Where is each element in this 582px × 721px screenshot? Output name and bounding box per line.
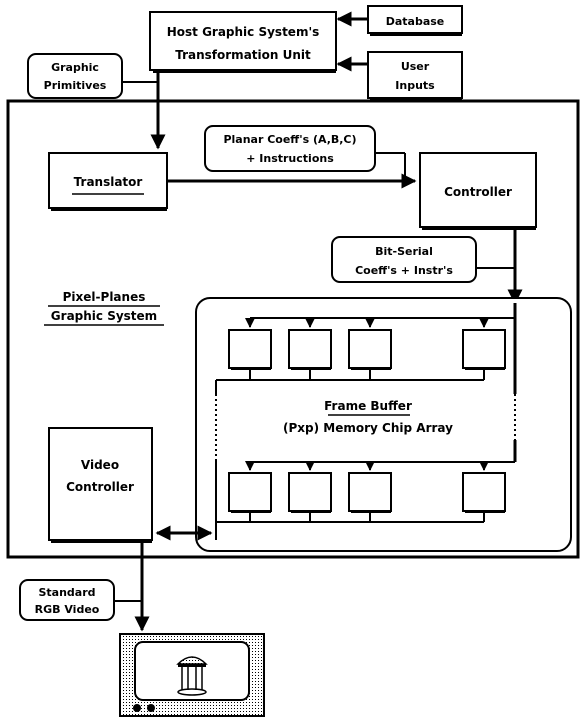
memory-chip — [289, 473, 331, 511]
planar-coeffs-line1: Planar Coeff's (A,B,C) — [223, 133, 356, 146]
system-label-line1: Pixel-Planes — [63, 290, 146, 304]
user-inputs-box: User Inputs — [368, 52, 462, 101]
controller-box: Controller — [420, 153, 536, 230]
graphic-primitives-line1: Graphic — [51, 61, 99, 74]
rgb-video-callout: Standard RGB Video — [20, 580, 142, 620]
controller-label: Controller — [444, 185, 512, 199]
host-unit-line1: Host Graphic System's — [167, 25, 320, 39]
host-transformation-unit: Host Graphic System's Transformation Uni… — [150, 12, 336, 73]
planar-coeffs-callout: Planar Coeff's (A,B,C) + Instructions — [205, 126, 405, 181]
memory-chip — [463, 330, 505, 368]
video-controller-line1: Video — [81, 458, 119, 472]
bit-serial-line1: Bit-Serial — [375, 245, 433, 258]
database-label: Database — [386, 15, 445, 28]
translator-label: Translator — [74, 175, 143, 189]
host-unit-line2: Transformation Unit — [175, 48, 311, 62]
user-inputs-line2: Inputs — [395, 79, 435, 92]
memory-chip — [229, 473, 271, 511]
video-controller-box: Video Controller — [49, 428, 152, 543]
memory-chip — [349, 330, 391, 368]
graphic-primitives-callout: Graphic Primitives — [28, 54, 158, 98]
bit-serial-callout: Bit-Serial Coeff's + Instr's — [332, 237, 515, 282]
pixel-planes-label: Pixel-Planes Graphic System — [44, 290, 164, 325]
memory-chip — [229, 330, 271, 368]
frame-buffer-line1: Frame Buffer — [324, 399, 412, 413]
rgb-video-line1: Standard — [38, 586, 95, 599]
planar-coeffs-line2: + Instructions — [246, 152, 334, 165]
frame-buffer-line2: (Pxp) Memory Chip Array — [283, 421, 453, 435]
memory-chip — [289, 330, 331, 368]
system-label-line2: Graphic System — [51, 309, 157, 323]
frame-buffer-region: Frame Buffer (Pxp) Memory Chip Array — [196, 298, 571, 551]
graphic-primitives-line2: Primitives — [44, 79, 107, 92]
monitor-icon — [120, 634, 264, 716]
rgb-video-line2: RGB Video — [35, 603, 100, 616]
video-controller-line2: Controller — [66, 480, 134, 494]
memory-chip — [349, 473, 391, 511]
database-box: Database — [368, 6, 462, 36]
bit-serial-line2: Coeff's + Instr's — [355, 264, 453, 277]
user-inputs-line1: User — [401, 60, 430, 73]
memory-chip — [463, 473, 505, 511]
translator-box: Translator — [49, 153, 167, 211]
